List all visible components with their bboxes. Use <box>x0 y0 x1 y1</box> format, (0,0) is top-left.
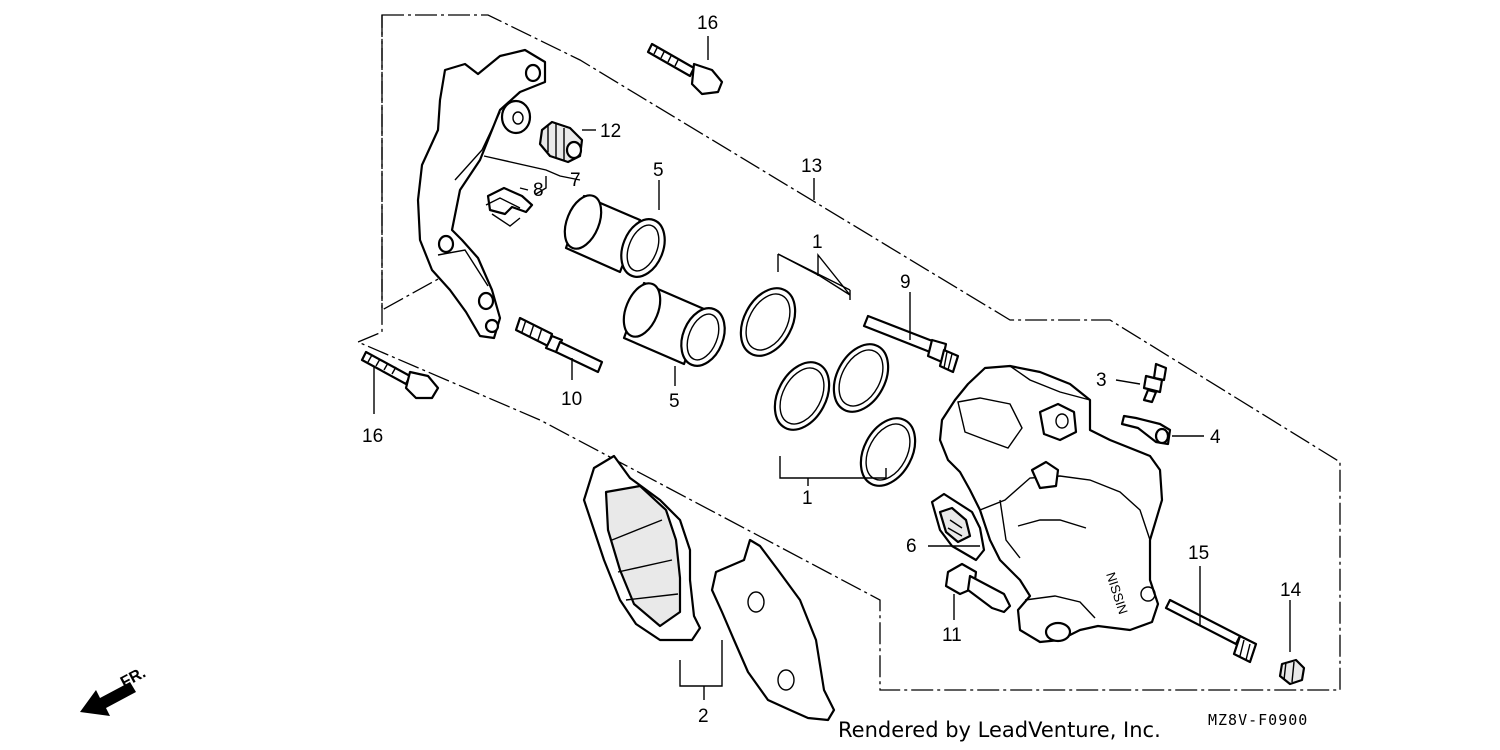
bleeder-valve[interactable] <box>1142 362 1168 404</box>
piston-upper[interactable] <box>558 190 673 283</box>
callout-5-lower: 5 <box>669 391 680 412</box>
callout-10: 10 <box>561 389 582 410</box>
callout-2: 2 <box>698 706 709 727</box>
callout-6: 6 <box>906 536 917 557</box>
callout-15: 15 <box>1188 543 1209 564</box>
callout-8: 8 <box>533 180 544 201</box>
callout-16-bottom: 16 <box>362 426 383 447</box>
callout-3: 3 <box>1096 370 1107 391</box>
pad-spring[interactable] <box>930 492 986 562</box>
piston-seal-4[interactable] <box>850 409 926 495</box>
callout-7: 7 <box>570 170 581 191</box>
diagram-code: MZ8V-F0900 <box>1208 711 1309 729</box>
assembly-outline <box>356 14 1341 691</box>
front-direction-arrow-icon: FR. <box>80 664 149 716</box>
bracket-boundary <box>381 15 441 312</box>
flange-bolt-top[interactable] <box>646 42 724 96</box>
piston-seal-1[interactable] <box>730 279 806 365</box>
piston-seal-2[interactable] <box>823 335 899 421</box>
caliper-pin-bolt[interactable] <box>862 314 960 374</box>
callout-9: 9 <box>900 272 911 293</box>
pin-plug[interactable] <box>1278 658 1306 686</box>
callout-11: 11 <box>942 625 962 646</box>
callout-4: 4 <box>1210 427 1221 448</box>
slide-pin[interactable] <box>944 562 1012 614</box>
bleeder-cap[interactable] <box>1120 414 1172 446</box>
bracket-pin[interactable] <box>514 316 604 374</box>
callout-5-upper: 5 <box>653 160 664 181</box>
caliper-body[interactable]: NISSIN <box>938 364 1164 644</box>
brake-pad-front[interactable] <box>582 454 702 642</box>
callout-12: 12 <box>600 121 621 142</box>
callout-14: 14 <box>1280 580 1302 601</box>
caliper-bracket[interactable] <box>416 48 547 340</box>
piston-seal-3[interactable] <box>764 353 840 439</box>
leader-lines <box>373 36 1291 700</box>
flange-bolt-bottom[interactable] <box>360 350 440 400</box>
callout-1-upper: 1 <box>812 232 823 253</box>
pin-boot[interactable] <box>538 120 584 164</box>
brake-pad-rear[interactable] <box>710 538 836 722</box>
piston-lower[interactable] <box>617 278 733 372</box>
pad-pin[interactable] <box>1164 598 1258 664</box>
pad-retainer-clip[interactable] <box>485 186 534 227</box>
callout-13: 13 <box>801 156 822 177</box>
credit-text: Rendered by LeadVenture, Inc. <box>838 718 1161 742</box>
callout-1-lower: 1 <box>802 488 813 509</box>
callout-16-top: 16 <box>697 13 718 34</box>
